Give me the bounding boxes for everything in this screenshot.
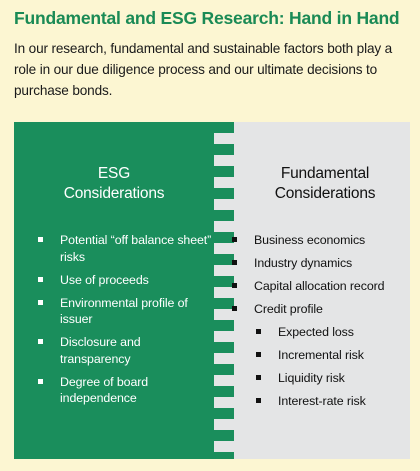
zipper-tab bbox=[208, 210, 234, 221]
list-item: Capital allocation record bbox=[230, 278, 408, 295]
zipper-tab bbox=[208, 188, 234, 199]
page-title: Fundamental and ESG Research: Hand in Ha… bbox=[14, 8, 400, 28]
list-item: Business economics bbox=[230, 232, 408, 249]
zipper-tab bbox=[208, 364, 234, 375]
zipper-tab bbox=[208, 430, 234, 441]
sub-list-item: Incremental risk bbox=[230, 347, 408, 364]
list-item: Potential “off balance sheet” risks bbox=[36, 232, 214, 265]
zipper-tab bbox=[208, 408, 234, 419]
sub-list-item: Expected loss bbox=[230, 324, 408, 341]
esg-list: Potential “off balance sheet” risks Use … bbox=[36, 232, 214, 413]
esg-heading-line2: Considerations bbox=[63, 185, 165, 202]
list-item: Industry dynamics bbox=[230, 255, 408, 272]
esg-heading-line1: ESG bbox=[97, 165, 131, 182]
zipper-tab bbox=[208, 320, 234, 331]
esg-panel bbox=[14, 122, 214, 459]
list-item: Disclosure and transparency bbox=[36, 334, 214, 367]
zipper-tab bbox=[208, 452, 234, 459]
zipper-tab bbox=[208, 386, 234, 397]
list-item: Use of proceeds bbox=[36, 272, 214, 289]
list-item: Credit profile bbox=[230, 301, 408, 318]
zipper-tab bbox=[208, 254, 234, 265]
fundamental-heading-line2: Considerations bbox=[274, 185, 376, 202]
fundamental-heading: Fundamental Considerations bbox=[240, 164, 410, 204]
zipper-tab bbox=[208, 144, 234, 155]
list-item: Environmental profile of issuer bbox=[36, 295, 214, 328]
intro-text: In our research, fundamental and sustain… bbox=[14, 41, 393, 98]
zipper-tab bbox=[208, 166, 234, 177]
zipper-tab bbox=[208, 232, 234, 243]
sub-list-item: Liquidity risk bbox=[230, 370, 408, 387]
sub-list-item: Interest-rate risk bbox=[230, 393, 408, 410]
fundamental-heading-line1: Fundamental bbox=[280, 165, 370, 182]
list-item: Degree of board independence bbox=[36, 374, 214, 407]
zipper-tab bbox=[208, 342, 234, 353]
zipper-tab bbox=[208, 122, 234, 133]
esg-heading: ESG Considerations bbox=[14, 164, 214, 204]
zipper-tab bbox=[208, 298, 234, 309]
fundamental-list: Business economics Industry dynamics Cap… bbox=[230, 232, 408, 416]
comparison-panels: ESG Considerations Fundamental Considera… bbox=[14, 122, 410, 459]
zipper-tab bbox=[208, 276, 234, 287]
